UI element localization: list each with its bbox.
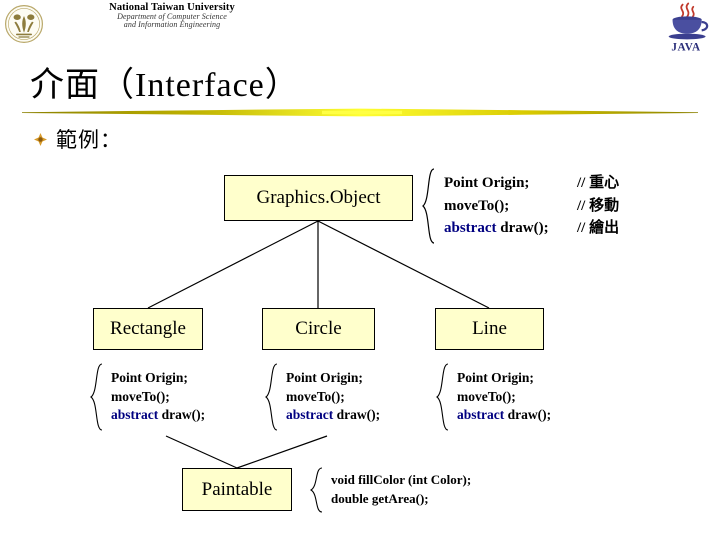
code-text: moveTo();: [444, 197, 510, 214]
node-label: Line: [472, 318, 507, 339]
code-line: Point Origin; // 重心: [444, 172, 619, 195]
code-line: double getArea();: [331, 491, 429, 506]
code-line: abstract draw();: [111, 406, 205, 425]
node-label: Circle: [295, 318, 342, 339]
department-line-1: Department of Computer Science: [117, 12, 227, 22]
node-box-graphicsobject[interactable]: Graphics.Object: [224, 175, 413, 221]
title-divider-rule: [22, 108, 698, 117]
curly-brace-icon: [436, 363, 449, 431]
curly-brace-icon: [265, 363, 278, 431]
node-label: Graphics.Object: [256, 187, 381, 208]
code-block-line: Point Origin; moveTo(); abstract draw();: [436, 363, 551, 431]
code-text-rest: draw();: [158, 407, 206, 423]
code-text-rest: draw();: [496, 220, 549, 237]
code-comment: // 繪出: [577, 220, 620, 237]
code-block-rectangle: Point Origin; moveTo(); abstract draw();: [90, 363, 205, 431]
keyword-abstract: abstract: [286, 407, 334, 423]
code-line: abstract draw();: [286, 406, 380, 425]
curly-brace-icon: [90, 363, 103, 431]
code-block-graphicsobject: Point Origin; // 重心 moveTo(); // 移動 abst…: [421, 168, 619, 244]
slide-header: National Taiwan University Department of…: [0, 0, 720, 56]
node-label: Paintable: [201, 478, 273, 500]
code-line: moveTo(); // 移動: [444, 195, 619, 218]
curly-brace-icon: [422, 168, 435, 244]
code-comment: // 移動: [577, 197, 620, 214]
java-coffee-cup-logo: JAVA: [668, 2, 709, 53]
university-name: National Taiwan University: [109, 2, 235, 13]
code-block-paintable: void fillColor (int Color); double getAr…: [310, 467, 471, 513]
header-text-block: National Taiwan University Department of…: [52, 2, 292, 30]
code-line: moveTo();: [286, 388, 345, 404]
code-text: abstract draw();: [444, 217, 577, 240]
example-bullet-row: 範例：: [34, 124, 122, 154]
code-line: Point Origin;: [111, 370, 188, 386]
code-block-circle: Point Origin; moveTo(); abstract draw();: [265, 363, 380, 431]
code-line: void fillColor (int Color);: [331, 472, 472, 488]
code-line: moveTo();: [457, 388, 516, 404]
keyword-abstract: abstract: [111, 407, 159, 423]
node-box-paintable[interactable]: Paintable: [182, 468, 292, 511]
code-text-rest: draw();: [333, 407, 381, 423]
code-text: Point Origin;: [444, 175, 530, 192]
keyword-abstract: abstract: [457, 407, 505, 423]
ntu-seal-logo: [4, 4, 43, 43]
code-comment: // 重心: [577, 175, 620, 192]
curly-brace-icon: [310, 467, 323, 513]
node-box-circle[interactable]: Circle: [262, 308, 375, 350]
diamond-bullet-icon: [34, 132, 47, 146]
code-line: abstract draw(); // 繪出: [444, 217, 619, 240]
code-line: moveTo();: [111, 388, 170, 404]
keyword-abstract: abstract: [444, 220, 497, 237]
code-line: Point Origin;: [457, 370, 534, 386]
code-line: abstract draw();: [457, 406, 551, 425]
node-box-rectangle[interactable]: Rectangle: [93, 308, 203, 350]
code-line: Point Origin;: [286, 370, 363, 386]
node-box-line[interactable]: Line: [435, 308, 544, 350]
department-line-2: and Information Engineering: [123, 20, 221, 30]
page-title: 介面（Interface）: [30, 67, 300, 104]
example-bullet-label: 範例：: [56, 128, 122, 152]
code-text-rest: draw();: [504, 407, 552, 423]
svg-text:JAVA: JAVA: [671, 42, 700, 53]
node-label: Rectangle: [110, 318, 186, 339]
